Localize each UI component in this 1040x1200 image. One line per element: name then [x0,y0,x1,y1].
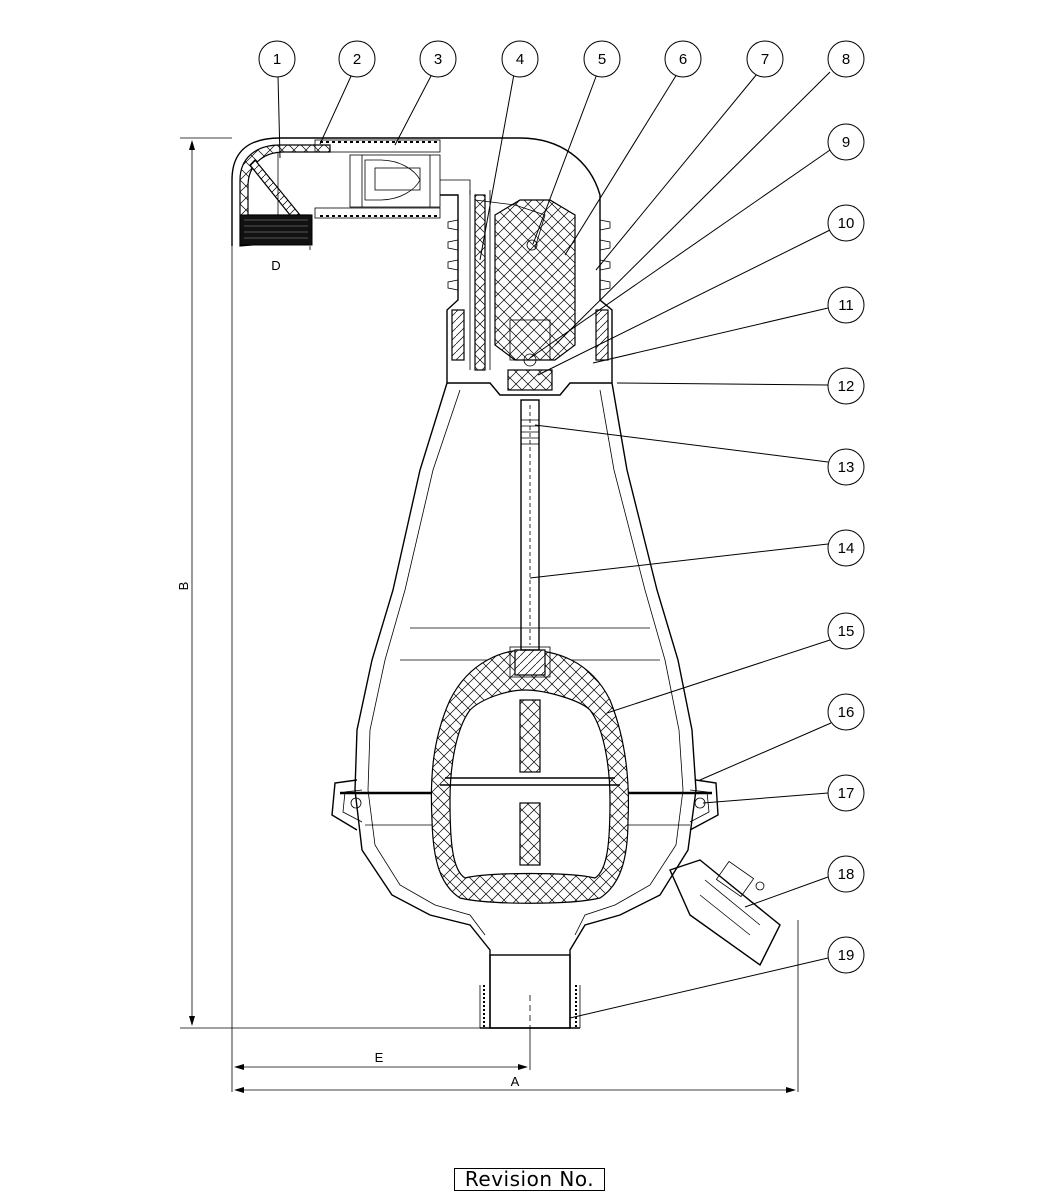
balloon-13: 13 [827,448,865,486]
balloon-12: 12 [827,367,865,405]
balloon-16: 16 [827,693,865,731]
balloon-9: 9 [827,123,865,161]
svg-text:16: 16 [838,704,855,721]
svg-text:2: 2 [353,51,361,68]
svg-text:18: 18 [838,866,855,883]
balloon-15: 15 [827,612,865,650]
svg-text:7: 7 [761,51,769,68]
stem [520,399,540,651]
revision-label: Revision No. [454,1168,605,1191]
svg-text:9: 9 [842,134,850,151]
balloon-17: 17 [827,774,865,812]
svg-text:15: 15 [838,623,855,640]
float [430,646,630,904]
svg-text:6: 6 [679,51,687,68]
svg-text:14: 14 [838,540,855,557]
svg-text:3: 3 [434,51,442,68]
dimensions [180,137,799,1093]
balloon-11: 11 [827,286,865,324]
svg-text:4: 4 [516,51,524,68]
balloon-6: 6 [664,40,702,78]
balloon-1: 1 [258,40,296,78]
svg-text:8: 8 [842,51,850,68]
dim-label-a: A [511,1074,520,1089]
svg-text:19: 19 [838,947,855,964]
balloon-14: 14 [827,529,865,567]
balloon-4: 4 [501,40,539,78]
balloon-10: 10 [827,204,865,242]
balloon-2: 2 [338,40,376,78]
svg-text:13: 13 [838,459,855,476]
balloon-8: 8 [827,40,865,78]
dim-label-e: E [375,1050,384,1065]
balloon-3: 3 [419,40,457,78]
balloon-5: 5 [583,40,621,78]
upper-housing [231,137,613,396]
dim-label-d: D [271,258,280,273]
balloon-7: 7 [746,40,784,78]
leader-lines [277,71,832,1019]
svg-text:17: 17 [838,785,855,802]
balloon-19: 19 [827,936,865,974]
dim-label-b: B [176,582,191,591]
valve-body [331,382,719,1030]
svg-text:10: 10 [838,215,855,232]
svg-text:11: 11 [838,297,854,314]
balloon-18: 18 [827,855,865,893]
vent-fitting [669,859,781,967]
svg-text:5: 5 [598,51,606,68]
svg-text:12: 12 [838,378,855,395]
svg-text:1: 1 [273,51,281,68]
